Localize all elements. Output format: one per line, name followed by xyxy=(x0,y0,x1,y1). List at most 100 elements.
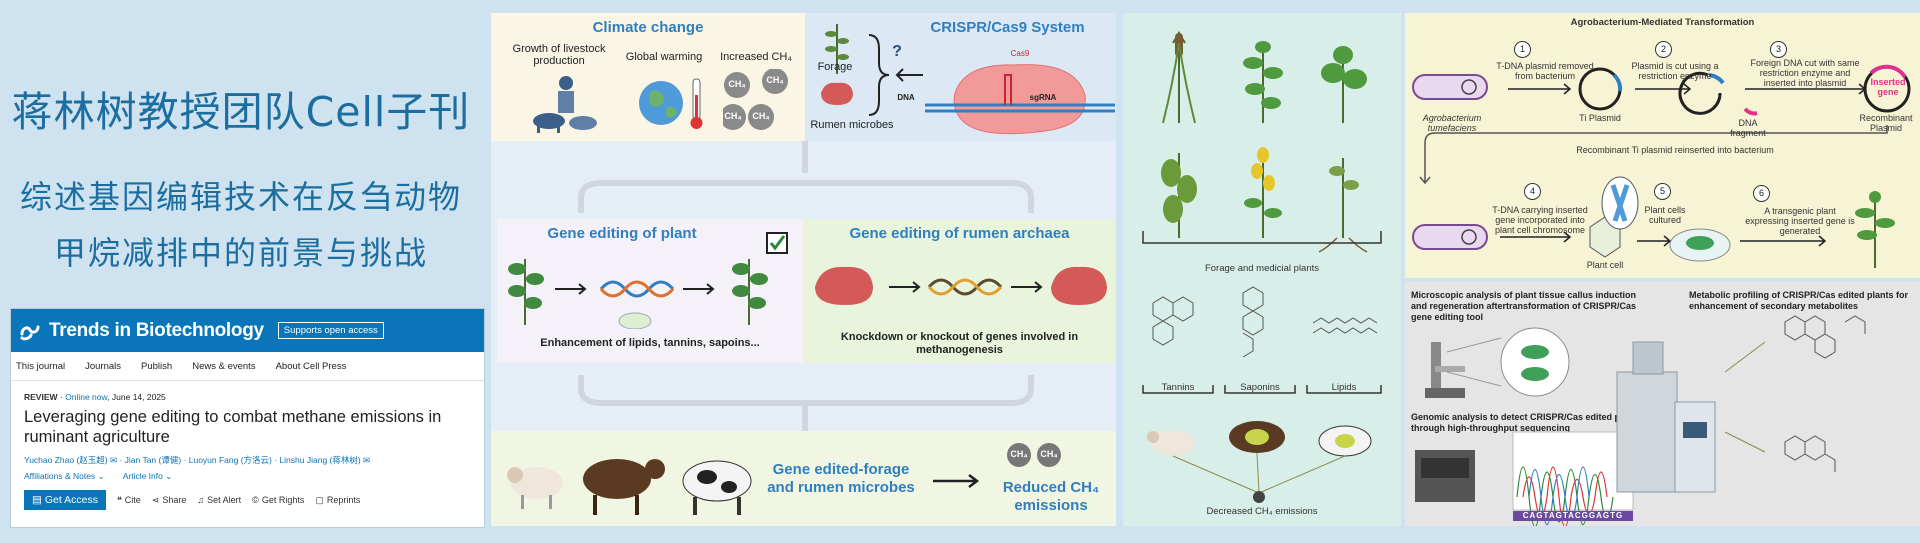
step-4-text: T-DNA carrying inserted gene incorporate… xyxy=(1492,205,1588,235)
cite-button[interactable]: ❝Cite xyxy=(116,494,141,506)
share-button[interactable]: ⋖Share xyxy=(151,494,187,506)
dna-label: DNA xyxy=(897,93,915,102)
reduced-ch4-label: Reduced CH₄ emissions xyxy=(1002,479,1100,514)
cell-press-logo-icon[interactable] xyxy=(19,320,41,342)
agro-title: Agrobacterium-Mediated Transformation xyxy=(1570,17,1755,28)
outcome-box: Gene edited-forage and rumen microbes CH… xyxy=(491,431,1116,526)
ch4-bubble-2: CH₄ xyxy=(766,75,784,85)
archaea-editing-illustration xyxy=(815,266,1107,305)
rumen-microbes-label: Rumen microbes xyxy=(810,119,894,131)
review-meta: REVIEW · Online now, June 14, 2025 xyxy=(11,381,484,402)
nav-journals[interactable]: Journals xyxy=(85,361,122,372)
plant-editing-desc: Enhancement of lipids, tannins, sapoins.… xyxy=(540,337,760,349)
nav-news-events[interactable]: News & events xyxy=(192,361,256,372)
author-list[interactable]: Yuchao Zhao (赵玉超) ✉ · Jian Tan (谭健) · Lu… xyxy=(24,455,371,465)
article-info-toggle[interactable]: Article Info ⌄ xyxy=(122,471,173,481)
agro-illustrations xyxy=(1412,64,1911,268)
meta-separator: · xyxy=(59,392,66,402)
dna-fragment-label: DNA fragment xyxy=(1730,118,1766,138)
chinese-title: 蒋林树教授团队Cell子刊 xyxy=(11,88,471,136)
ti-plasmid-label: Ti Plasmid xyxy=(1579,113,1621,123)
chevron-down-icon: ⌄ xyxy=(165,471,173,481)
analysis-illustrations xyxy=(1415,315,1866,526)
metabolic-profiling-text: Metabolic profiling of CRISPR/Cas edited… xyxy=(1689,290,1909,311)
journal-nav: This journal Journals Publish News & eve… xyxy=(11,352,484,381)
open-access-badge[interactable]: Supports open access xyxy=(277,322,384,339)
crispr-box: CRISPR/Cas9 System Forage Rumen microbes… xyxy=(805,13,1116,141)
chinese-subtitle-line1: 综述基因编辑技术在反刍动物 xyxy=(19,178,462,216)
step-1-text: T-DNA plasmid removed from bacterium xyxy=(1496,61,1594,81)
ch4-bubble-3: CH₄ xyxy=(724,111,742,121)
reprints-button[interactable]: ▢Reprints xyxy=(315,494,361,506)
set-alert-button[interactable]: ♫Set Alert xyxy=(197,495,242,505)
ch4-bubble-4: CH₄ xyxy=(752,111,770,121)
sequence-readout: CAGTAGTACGGAGTG xyxy=(1513,511,1633,521)
climate-title: Climate change xyxy=(592,19,704,36)
tannins-label: Tannins xyxy=(1161,382,1195,393)
step-1-badge: 1 xyxy=(1514,41,1531,58)
nav-about-cell-press[interactable]: About Cell Press xyxy=(275,361,347,372)
journal-name[interactable]: Trends in Biotechnology xyxy=(49,319,264,341)
step-5-text: Plant cells cultured xyxy=(1644,205,1686,225)
ch4-bubble-1: CH₄ xyxy=(728,79,746,89)
step-3-text: Foreign DNA cut with same restriction en… xyxy=(1750,58,1860,88)
article-actions: ▤ Get Access ❝Cite ⋖Share ♫Set Alert ©Ge… xyxy=(11,482,484,510)
document-icon: ▤ xyxy=(32,494,42,506)
chinese-subtitle-line2: 甲烷减排中的前景与挑战 xyxy=(53,234,428,272)
journal-header: Trends in Biotechnology Supports open ac… xyxy=(11,309,484,352)
quote-icon: ❝ xyxy=(116,494,122,505)
outcome-arrow-icon xyxy=(933,474,980,488)
forage-label: Forage xyxy=(817,61,853,73)
step-2-badge: 2 xyxy=(1655,41,1672,58)
checkbox-checked-icon xyxy=(766,232,788,254)
globe-thermometer-icon xyxy=(639,78,703,129)
plant-editing-title: Gene editing of plant xyxy=(547,225,697,242)
forage-illustrations xyxy=(1142,31,1382,503)
journal-article-card: Trends in Biotechnology Supports open ac… xyxy=(10,308,485,528)
increased-ch4-label: Increased CH₄ xyxy=(720,51,792,63)
sgrna-label: sgRNA xyxy=(1029,93,1057,102)
warming-label: Global warming xyxy=(625,51,703,63)
analysis-panel: Microscopic analysis of plant tissue cal… xyxy=(1405,282,1920,526)
step-2-text: Plasmid is cut using a restriction enzym… xyxy=(1631,61,1719,81)
question-mark: ? xyxy=(892,43,902,60)
online-now-link[interactable]: Online now xyxy=(65,392,108,402)
recombinant-plasmid-label: Recombinant Plasmid xyxy=(1859,113,1913,133)
copyright-icon: © xyxy=(252,495,259,505)
brace-arrow-icon xyxy=(868,34,923,116)
step-6-text: A transgenic plant expressing inserted g… xyxy=(1745,206,1855,236)
step-3-badge: 3 xyxy=(1770,41,1787,58)
step-4-badge: 4 xyxy=(1524,183,1541,200)
nav-this-journal[interactable]: This journal xyxy=(16,361,66,372)
ch4-molecules-icon xyxy=(723,69,788,130)
affiliations-toggle[interactable]: Affiliations & Notes ⌄ xyxy=(24,471,105,481)
get-rights-button[interactable]: ©Get Rights xyxy=(252,495,305,505)
forage-plants-panel: Forage and medicial plants Tannins Sapon… xyxy=(1123,13,1401,526)
inserted-gene-label: Inserted gene xyxy=(1870,77,1906,97)
decreased-ch4-label: Decreased CH₄ emissions xyxy=(1206,506,1318,517)
forage-plants-label: Forage and medicial plants xyxy=(1204,263,1320,274)
climate-change-box: Climate change Growth of livestock produ… xyxy=(491,13,805,141)
crispr-title: CRISPR/Cas9 System xyxy=(930,19,1085,36)
gene-editing-plant-box: Gene editing of plant Enhancement of lip… xyxy=(497,219,803,363)
gene-editing-archaea-box: Gene editing of rumen archaea Knockdown … xyxy=(803,219,1116,363)
nav-publish[interactable]: Publish xyxy=(141,361,173,372)
get-access-button[interactable]: ▤ Get Access xyxy=(24,490,106,510)
article-title: Leveraging gene editing to combat methan… xyxy=(24,408,442,446)
plant-cell-label: Plant cell xyxy=(1586,260,1624,270)
bell-icon: ♫ xyxy=(197,495,205,505)
flow-connectors xyxy=(578,141,1034,431)
archaea-editing-desc: Knockdown or knockout of genes involved … xyxy=(840,331,1079,356)
archaea-editing-title: Gene editing of rumen archaea xyxy=(849,225,1070,242)
step-5-badge: 5 xyxy=(1654,183,1671,200)
publish-date: , June 14, 2025 xyxy=(107,392,166,402)
rumen-icon xyxy=(821,82,853,105)
forage-plant-icon xyxy=(825,24,849,74)
microscopic-analysis-text: Microscopic analysis of plant tissue cal… xyxy=(1411,290,1637,322)
agrobacterium-label: Agrobacterium tumefaciens xyxy=(1422,113,1482,133)
review-label: REVIEW xyxy=(24,392,58,402)
agrobacterium-panel: Agrobacterium-Mediated Transformation Ag… xyxy=(1405,13,1920,278)
plant-editing-illustration xyxy=(508,259,768,329)
ch4-bubbles-icon xyxy=(1007,443,1061,467)
cas9-label: Cas9 xyxy=(1010,49,1030,58)
